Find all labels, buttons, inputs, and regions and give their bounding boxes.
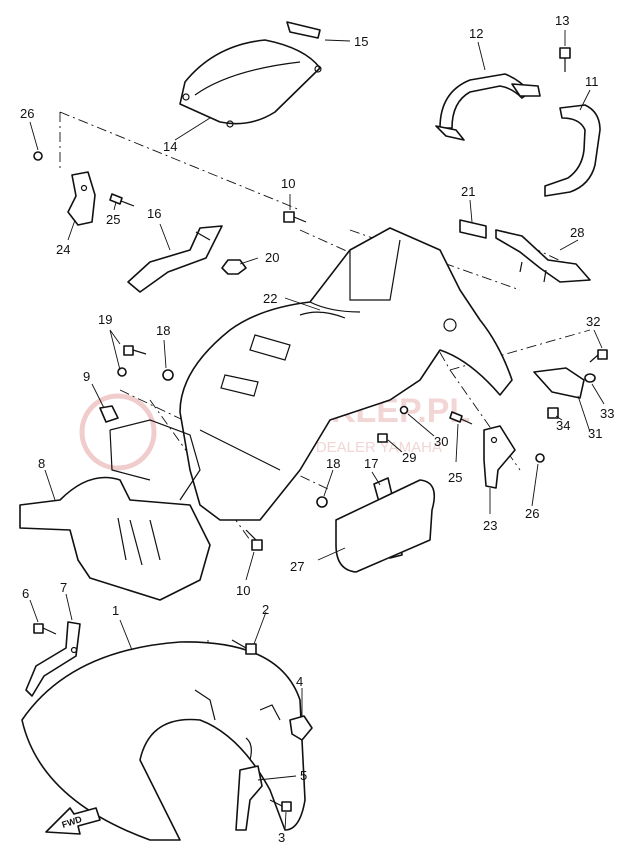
callout-14: 14 [163,139,177,154]
callout-12: 12 [469,26,483,41]
part-22-rear-fender [179,227,513,521]
part-18-grommet-top [162,369,174,381]
part-21-pad [459,219,487,239]
part-20-clip [221,259,247,275]
callout-15: 15 [354,34,368,49]
part-30-rivet [399,405,409,415]
callout-16: 16 [147,206,161,221]
part-26-nut-bottom [535,453,545,463]
callout-6: 6 [22,586,29,601]
part-29-nut [377,433,388,443]
part-13-bolt [559,47,571,72]
part-15-strap [286,21,321,39]
callout-26-top: 26 [20,106,34,121]
part-5-holder [235,737,263,831]
callout-20: 20 [265,250,279,265]
part-32-bolt [589,349,608,363]
callout-5: 5 [300,768,307,783]
part-34-nut [547,407,559,419]
part-28-bracket [495,229,591,283]
callout-34: 34 [556,418,570,433]
part-7-stay [25,621,81,697]
callout-18-top: 18 [156,323,170,338]
part-1-front-fender [21,641,306,841]
part-4-cap [289,715,313,741]
callout-9: 9 [83,369,90,384]
part-14-seat-cover [179,39,322,128]
part-19-bolt [117,345,147,377]
callout-4: 4 [296,674,303,689]
part-26-nut-top [33,151,43,161]
part-9-clip [99,405,119,423]
watermark-logo [79,393,157,471]
callout-7: 7 [60,580,67,595]
callout-21: 21 [461,184,475,199]
part-27-cover [335,479,436,573]
part-24-stay [67,171,96,226]
callout-30: 30 [434,434,448,449]
callout-26-bottom: 26 [525,506,539,521]
callout-28: 28 [570,225,584,240]
callout-11: 11 [585,74,599,89]
part-31-reflector-bracket [533,367,585,399]
leader-lines [29,30,605,831]
callout-22: 22 [263,291,277,306]
callout-2: 2 [262,602,269,617]
callouts: 15 14 12 13 11 26 24 25 16 20 10 21 28 2… [20,13,614,845]
part-23-stay [483,425,516,489]
callout-10-top: 10 [281,176,295,191]
part-3-bolt [269,799,292,812]
part-25-screw-top [109,193,135,207]
callout-8: 8 [38,456,45,471]
callout-13: 13 [555,13,569,28]
callout-25-bottom: 25 [448,470,462,485]
callout-23: 23 [483,518,497,533]
callout-18-bottom: 18 [326,456,340,471]
part-33-washer [584,373,596,383]
callout-25-top: 25 [106,212,120,227]
callout-19: 19 [98,312,112,327]
callout-10-bottom: 10 [236,583,250,598]
callout-29: 29 [402,450,416,465]
callout-31: 31 [588,426,602,441]
callout-32: 32 [586,314,600,329]
part-12-grab-handle [435,73,541,141]
callout-3: 3 [278,830,285,845]
callout-33: 33 [600,406,614,421]
part-2-bolt [231,639,257,655]
part-11-rear-grip [544,104,601,197]
part-10-bolt-top [283,211,307,223]
part-6-bolt [33,623,57,635]
forward-direction-arrow: FWD [45,807,101,835]
part-8-inner-fender [19,419,211,601]
callout-27: 27 [290,559,304,574]
part-10-bolt-bottom [245,529,263,551]
callout-24: 24 [56,242,70,257]
callout-17: 17 [364,456,378,471]
part-16-bracket [127,225,223,293]
part-18-grommet-bottom [316,496,328,508]
part-25-screw-bottom [449,411,473,425]
callout-1: 1 [112,603,119,618]
